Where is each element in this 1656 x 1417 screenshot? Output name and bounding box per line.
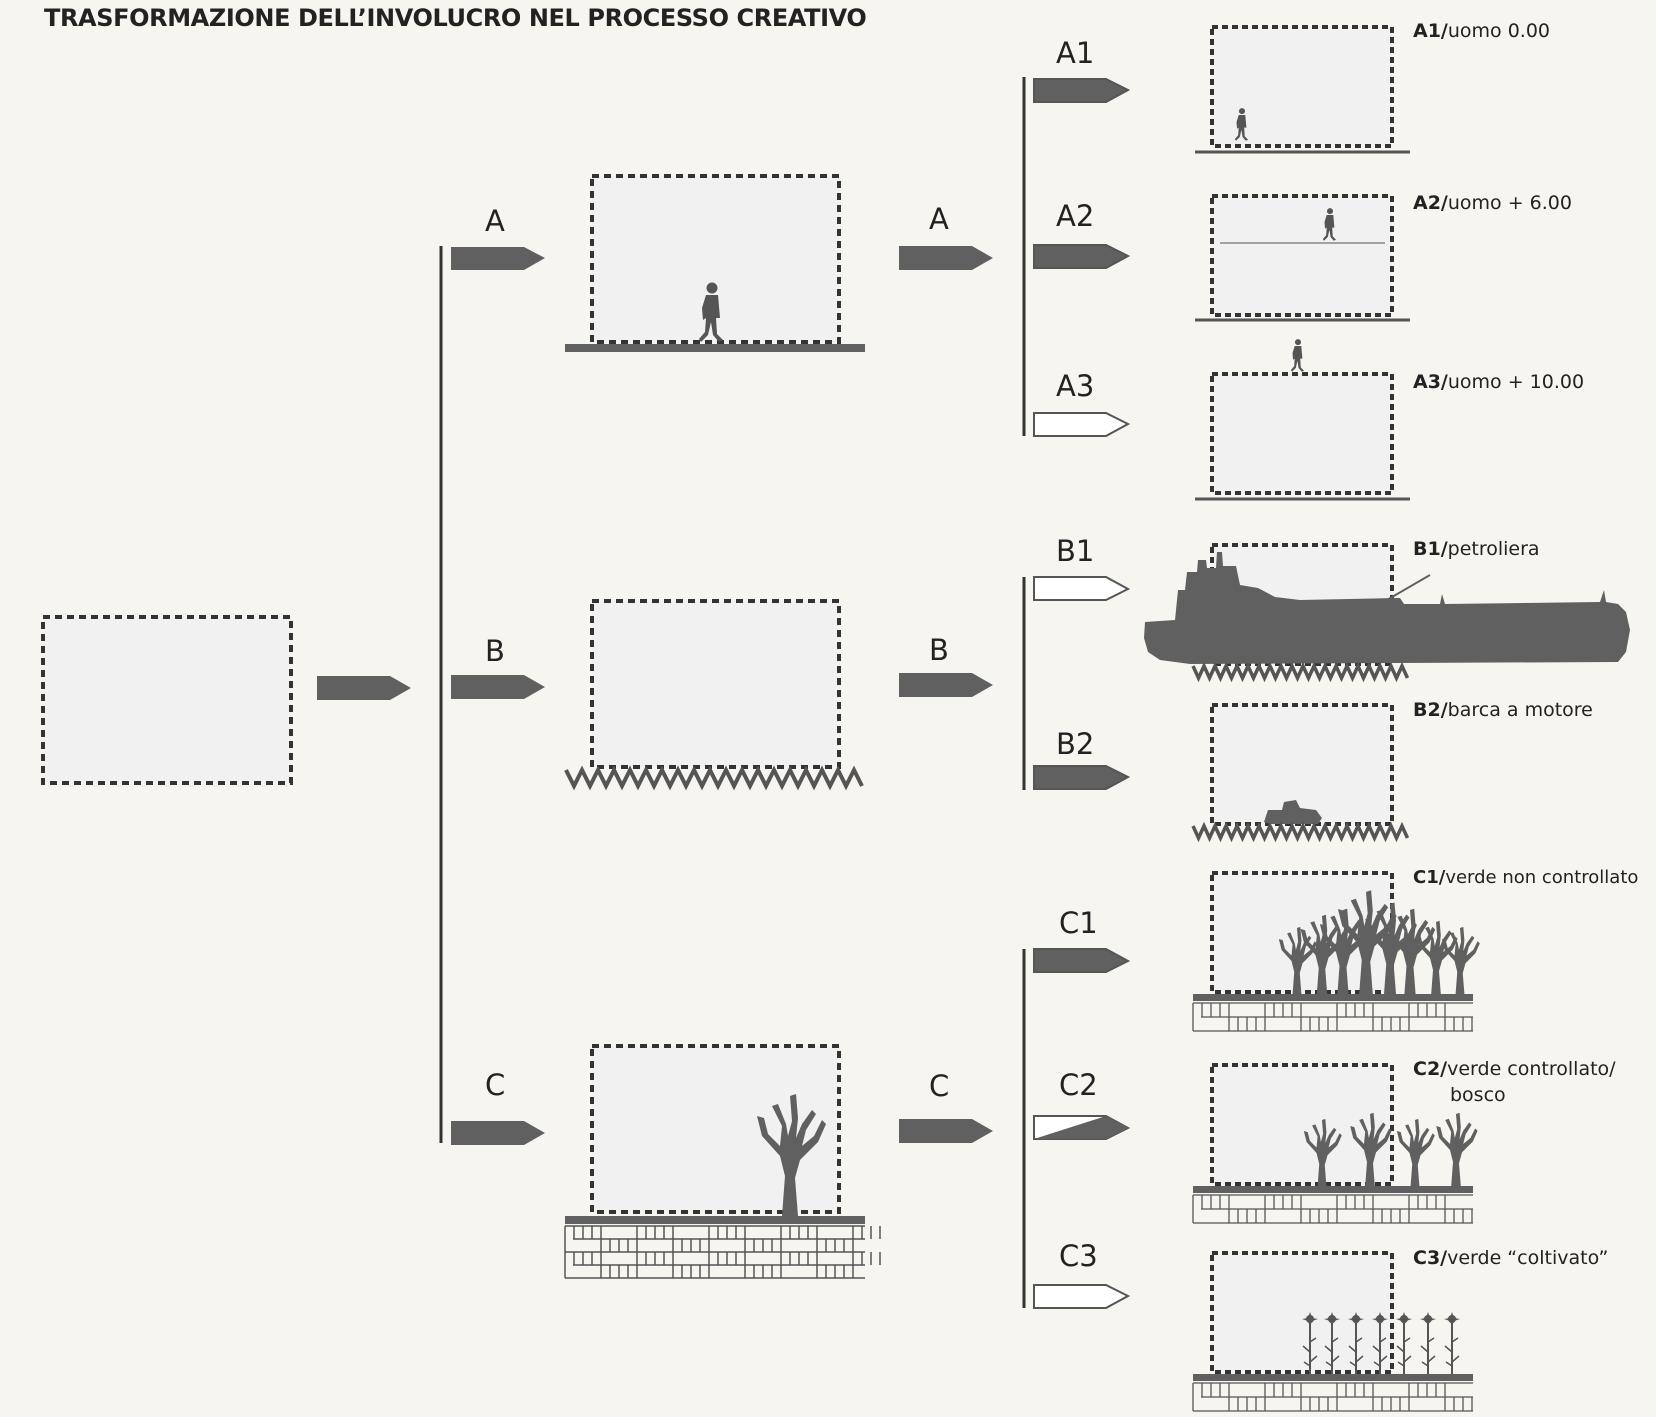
ground-c2 — [1193, 1186, 1473, 1193]
soil-pattern-c2 — [1192, 1194, 1473, 1224]
caption-c1: C1/verde non controllato — [1413, 865, 1638, 891]
arrow-a2 — [1033, 244, 1131, 269]
caption-c2-text: verde controllato/ — [1447, 1058, 1616, 1080]
caption-b2: B2/barca a motore — [1413, 697, 1593, 723]
caption-c2-line2: bosco — [1450, 1082, 1506, 1108]
caption-a1: A1/uomo 0.00 — [1413, 18, 1550, 44]
tree-icon — [1436, 1112, 1478, 1186]
label-b2: B2 — [1056, 727, 1094, 761]
arrow-c1 — [1033, 948, 1131, 973]
arrow-initial — [317, 676, 411, 700]
arrow-a — [451, 247, 545, 270]
caption-a2: A2/uomo + 6.00 — [1413, 190, 1572, 216]
envelope-box-c3 — [1210, 1251, 1394, 1374]
caption-c1-text: verde non controllato — [1445, 867, 1639, 888]
person-icon — [1290, 339, 1305, 372]
flower-icon — [1395, 1311, 1413, 1375]
soil-pattern-c — [564, 1225, 881, 1279]
label-b1: B1 — [1056, 534, 1094, 568]
caption-a3-code: A3/ — [1413, 371, 1448, 393]
arrow-a-next — [899, 246, 993, 270]
water-zigzag-b2 — [1191, 821, 1410, 843]
caption-c2-code: C2/ — [1413, 1058, 1448, 1080]
ground-a — [565, 344, 865, 352]
envelope-box-c — [590, 1044, 841, 1214]
arrow-c3 — [1033, 1284, 1131, 1309]
arrow-b2 — [1033, 765, 1131, 790]
label-b: B — [485, 634, 505, 668]
caption-a1-text: uomo 0.00 — [1447, 20, 1551, 42]
caption-c2: C2/verde controllato/ — [1413, 1056, 1616, 1082]
arrow-b1 — [1033, 576, 1131, 601]
label-a3: A3 — [1056, 369, 1094, 403]
label-c3: C3 — [1059, 1239, 1098, 1273]
arrow-c-next — [899, 1119, 993, 1143]
envelope-box-a3 — [1210, 372, 1394, 495]
envelope-box-b2 — [1210, 703, 1394, 826]
ground-c1 — [1193, 994, 1473, 1001]
caption-a2-code: A2/ — [1413, 192, 1448, 214]
envelope-box-a2 — [1210, 194, 1394, 317]
flower-icon — [1419, 1311, 1437, 1375]
arrow-b — [451, 675, 545, 699]
caption-a2-text: uomo + 6.00 — [1447, 192, 1572, 214]
label-b-next: B — [929, 633, 949, 667]
label-a2: A2 — [1056, 199, 1094, 233]
caption-b2-text: barca a motore — [1447, 699, 1593, 721]
caption-b1: B1/petroliera — [1413, 536, 1540, 562]
caption-a3-text: uomo + 10.00 — [1447, 371, 1585, 393]
arrow-c2-half-fill — [1034, 1116, 1128, 1139]
label-a-next: A — [929, 202, 949, 236]
label-c2: C2 — [1059, 1068, 1098, 1102]
ground-c — [565, 1216, 865, 1224]
caption-b1-text: petroliera — [1447, 538, 1540, 560]
ground-c3 — [1193, 1374, 1473, 1381]
caption-c1-code: C1/ — [1413, 867, 1446, 888]
arrow-a1 — [1033, 78, 1131, 103]
motorboat-icon — [1264, 800, 1322, 824]
label-a: A — [485, 204, 505, 238]
arrow-b-next — [899, 673, 993, 697]
caption-b2-code: B2/ — [1413, 699, 1448, 721]
flower-icon — [1443, 1311, 1461, 1375]
label-a1: A1 — [1056, 36, 1094, 70]
caption-c3-text: verde “coltivato” — [1447, 1247, 1609, 1269]
arrow-a3 — [1033, 412, 1131, 437]
tanker-ship-icon — [1144, 552, 1630, 664]
label-c1: C1 — [1059, 906, 1098, 940]
label-c: C — [485, 1068, 505, 1102]
label-c-next: C — [929, 1069, 949, 1103]
caption-c2-text2: bosco — [1450, 1084, 1506, 1106]
envelope-box-b — [590, 599, 841, 769]
caption-c3-code: C3/ — [1413, 1247, 1448, 1269]
envelope-box-initial — [41, 615, 293, 785]
soil-pattern-c3 — [1192, 1382, 1473, 1412]
caption-a1-code: A1/ — [1413, 20, 1448, 42]
caption-a3: A3/uomo + 10.00 — [1413, 369, 1584, 395]
tree-icon — [1396, 1118, 1435, 1186]
caption-c3: C3/verde “coltivato” — [1413, 1245, 1608, 1271]
water-zigzag-b1 — [1191, 661, 1410, 683]
arrow-c — [451, 1121, 545, 1145]
soil-pattern-c1 — [1192, 1002, 1473, 1032]
caption-b1-code: B1/ — [1413, 538, 1448, 560]
diagram-title: TRASFORMAZIONE DELL’INVOLUCRO NEL PROCES… — [44, 4, 867, 32]
water-zigzag-b — [564, 765, 864, 791]
